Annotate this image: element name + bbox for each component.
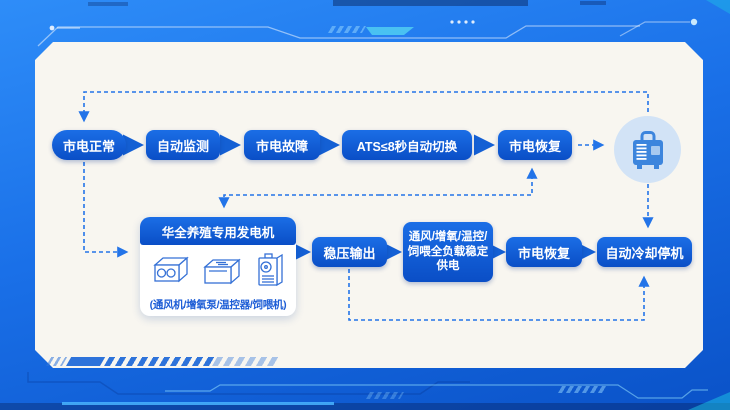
node-mains-recovery-mid: 市电恢复 (506, 237, 582, 267)
bottom-hatch-marks (557, 386, 609, 393)
temp-controller-icon (258, 253, 283, 287)
hatch-lead (46, 357, 68, 366)
bottom-accent-line (62, 402, 334, 405)
node-ats-switch: ATS≤8秒自动切换 (342, 130, 472, 160)
top-right-teal-accent (706, 0, 730, 14)
panel-bottom-hatch-strip (46, 357, 280, 366)
generator-card-title: 华全养殖专用发电机 (140, 217, 296, 245)
top-edge-band (333, 0, 528, 6)
node-full-load-supply: 通风/增氧/温控/饲喂全负载稳定供电 (403, 222, 493, 282)
ventilator-icon (153, 256, 189, 283)
top-hatch-marks (327, 26, 367, 33)
aerator-pump-icon (203, 258, 241, 285)
generator-icon (632, 130, 663, 169)
hatch-bars-light (212, 357, 280, 366)
node-mains-failure: 市电故障 (244, 130, 320, 160)
hatch-solid-bar (66, 357, 106, 366)
node-auto-monitoring: 自动监测 (146, 130, 220, 160)
node-mains-recovery-top: 市电恢复 (498, 130, 572, 160)
node-auto-cooldown-stop: 自动冷却停机 (597, 237, 692, 267)
equipment-caption: (通风机/增氧泵/温控器/饲喂机) (149, 299, 287, 311)
bottom-hatch-marks-2 (365, 392, 405, 399)
top-edge-band-left (88, 2, 128, 6)
equipment-icons (140, 245, 296, 297)
hatch-bars-dark (104, 357, 218, 366)
generator-badge (614, 116, 681, 183)
node-mains-normal: 市电正常 (52, 130, 126, 160)
node-stabilized-output: 稳压输出 (312, 237, 387, 267)
top-edge-band-small (580, 1, 606, 5)
content-panel (35, 42, 703, 368)
generator-card: 华全养殖专用发电机 (140, 217, 296, 316)
bottom-edge-band (0, 403, 730, 410)
